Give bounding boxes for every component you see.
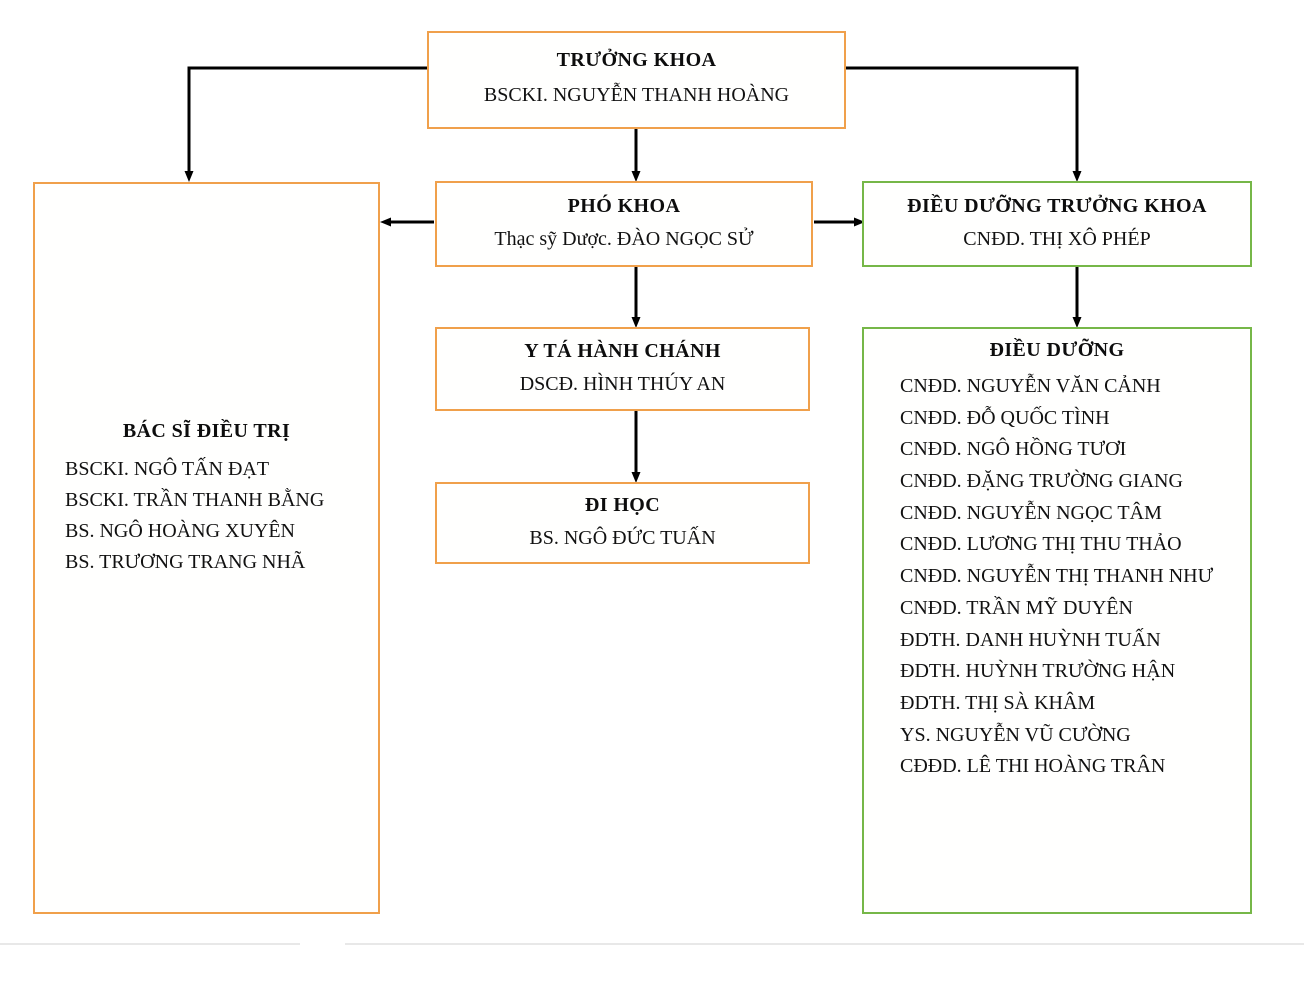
node-truong-khoa-person: BSCKI. NGUYỄN THANH HOÀNG <box>483 84 790 106</box>
list-item: BS. NGÔ HOÀNG XUYÊN <box>65 520 295 542</box>
list-item: CĐĐD. LÊ THI HOÀNG TRÂN <box>900 755 1166 778</box>
list-item: CNĐD. TRẦN MỸ DUYÊN <box>900 596 1133 619</box>
list-item: CNĐD. NGUYỄN VĂN CẢNH <box>900 375 1161 397</box>
node-pho-khoa-person: Thạc sỹ Dược. ĐÀO NGỌC SỬ <box>494 227 754 250</box>
connector-truongkhoa-to-ddtruongkhoa <box>846 66 1082 182</box>
node-di-hoc-person: BS. NGÔ ĐỨC TUẤN <box>529 526 716 549</box>
node-y-ta-hanh-chanh[interactable]: Y TÁ HÀNH CHÁNH DSCĐ. HÌNH THÚY AN <box>435 327 810 411</box>
node-dieu-duong[interactable]: ĐIỀU DƯỠNG CNĐD. NGUYỄN VĂN CẢNH CNĐD. ĐỖ… <box>862 327 1252 914</box>
node-y-ta-hanh-chanh-title: Y TÁ HÀNH CHÁNH <box>524 339 721 362</box>
node-di-hoc[interactable]: ĐI HỌC BS. NGÔ ĐỨC TUẤN <box>435 482 810 564</box>
node-dieu-duong-title: ĐIỀU DƯỠNG <box>989 339 1125 361</box>
node-pho-khoa-title: PHÓ KHOA <box>567 194 681 217</box>
footer-rule-left <box>0 943 300 945</box>
connector-truongkhoa-to-bacsi <box>184 66 427 182</box>
list-item: BS. TRƯƠNG TRANG NHÃ <box>65 551 306 573</box>
list-item: CNĐD. NGUYỄN NGỌC TÂM <box>900 501 1162 524</box>
dieu-duong-list: CNĐD. NGUYỄN VĂN CẢNH CNĐD. ĐỖ QUỐC TÌNH C… <box>868 371 1246 783</box>
node-bac-si-dieu-tri-title: BÁC SĨ ĐIỀU TRỊ <box>122 420 291 442</box>
node-dieu-duong-truong-khoa[interactable]: ĐIỀU DƯỠNG TRƯỞNG KHOA CNĐD. THỊ XÔ PHÉP <box>862 181 1252 267</box>
list-item: CNĐD. ĐỖ QUỐC TÌNH <box>900 406 1110 429</box>
list-item: BSCKI. TRẦN THANH BẰNG <box>65 489 325 511</box>
list-item: CNĐD. ĐẶNG TRƯỜNG GIANG <box>900 470 1183 493</box>
list-item: ĐDTH. HUỲNH TRƯỜNG HẬN <box>900 660 1176 683</box>
node-dieu-duong-truong-khoa-title: ĐIỀU DƯỠNG TRƯỞNG KHOA <box>907 194 1207 217</box>
node-di-hoc-title: ĐI HỌC <box>584 493 661 516</box>
node-pho-khoa[interactable]: PHÓ KHOA Thạc sỹ Dược. ĐÀO NGỌC SỬ <box>435 181 813 267</box>
list-item: ĐDTH. DANH HUỲNH TUẤN <box>900 628 1161 651</box>
node-y-ta-hanh-chanh-person: DSCĐ. HÌNH THÚY AN <box>519 372 726 395</box>
list-item: CNĐD. NGUYỄN THỊ THANH NHƯ <box>900 565 1214 588</box>
bac-si-dieu-tri-list: BSCKI. NGÔ TẤN ĐẠT BSCKI. TRẦN THANH BẰNG… <box>49 454 364 578</box>
list-item: BSCKI. NGÔ TẤN ĐẠT <box>65 458 270 480</box>
list-item: YS. NGUYỄN VŨ CƯỜNG <box>900 723 1131 746</box>
list-item: CNĐD. NGÔ HỒNG TƯƠI <box>900 438 1127 461</box>
node-truong-khoa[interactable]: TRƯỞNG KHOA BSCKI. NGUYỄN THANH HOÀNG <box>427 31 846 129</box>
list-item: ĐDTH. THỊ SÀ KHÂM <box>900 691 1096 714</box>
node-truong-khoa-title: TRƯỞNG KHOA <box>556 49 717 71</box>
list-item: CNĐD. LƯƠNG THỊ THU THẢO <box>900 533 1182 556</box>
node-dieu-duong-truong-khoa-person: CNĐD. THỊ XÔ PHÉP <box>963 227 1151 250</box>
footer-rule-right <box>345 943 1304 945</box>
